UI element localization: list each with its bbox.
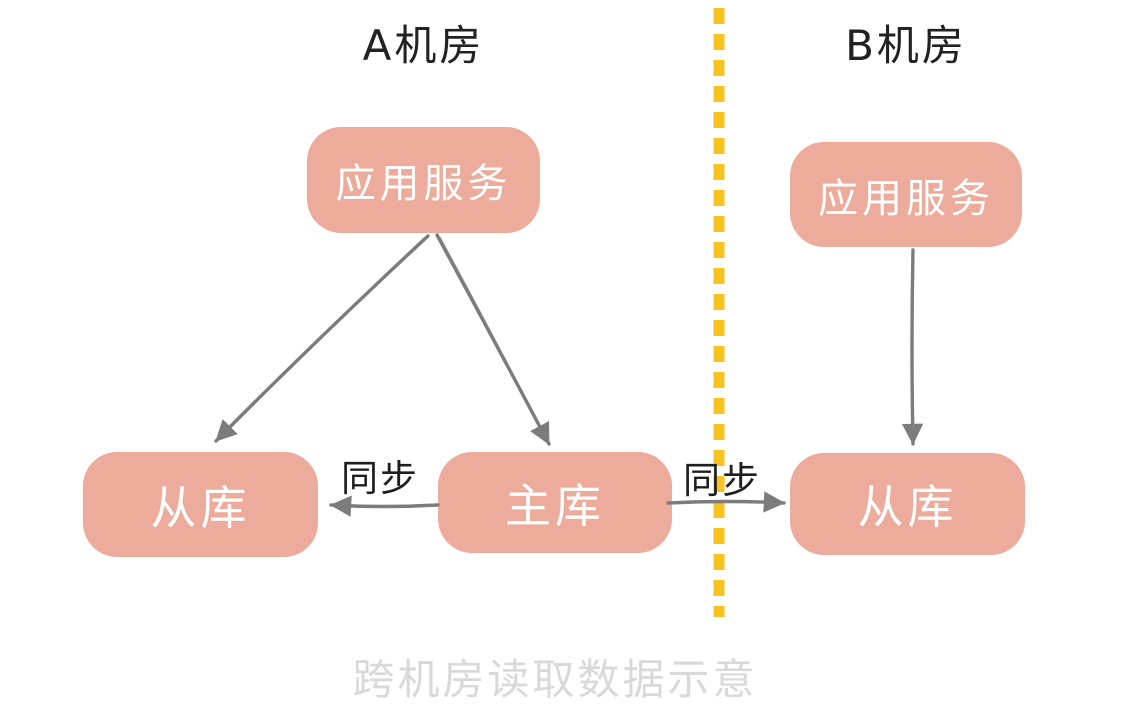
node-app-service-b-label: 应用服务 [818,175,994,222]
arrow-app-a-to-master-sketch [439,236,546,438]
arrow-master-to-slave-a [329,495,440,517]
node-app-service-a-label: 应用服务 [335,161,512,207]
node-master-db-label: 主库 [505,478,605,533]
arrow-app-a-to-slave-a [214,234,430,443]
zone-a-title: A机房 [362,21,485,70]
zone-b-title: B机房 [845,21,967,70]
sync-label-right: 同步 [683,459,761,502]
node-slave-db-a: 从库 [83,452,318,557]
node-app-service-b: 应用服务 [790,142,1022,247]
arrow-app-a-to-slave-a-sketch [221,237,425,435]
node-app-service-a: 应用服务 [307,127,540,233]
node-master-db: 主库 [438,452,672,553]
node-slave-db-a-label: 从库 [150,480,251,535]
arrow-app-b-to-slave-b [901,248,924,446]
arrow-app-a-to-master [435,233,551,446]
node-slave-db-b-label: 从库 [857,480,958,534]
sync-label-left: 同步 [341,457,419,500]
diagram-caption: 跨机房读取数据示意图 [352,655,758,704]
node-slave-db-b: 从库 [790,453,1025,555]
